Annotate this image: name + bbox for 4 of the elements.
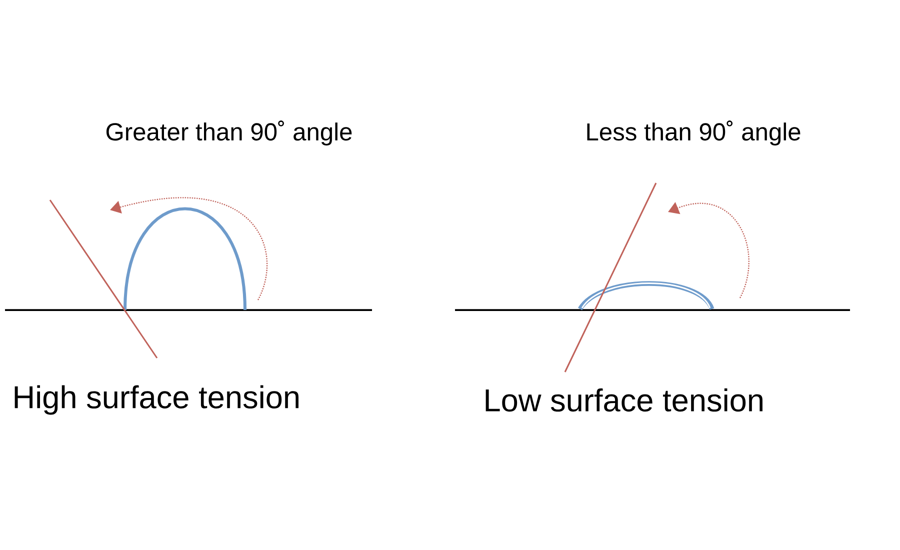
text-label: High surface tension bbox=[14, 385, 298, 415]
text-label: Low surface tension bbox=[486, 388, 762, 412]
text-label: Greater than 90˚ angle bbox=[106, 120, 352, 146]
text-label: Less than 90˚ angle bbox=[587, 120, 800, 146]
